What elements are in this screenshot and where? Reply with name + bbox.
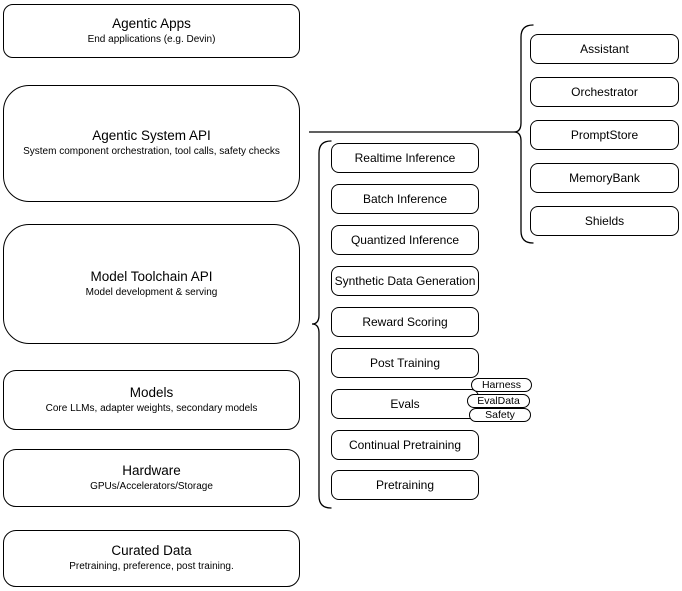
node-label: Synthetic Data Generation bbox=[334, 273, 476, 288]
node-post-training: Post Training bbox=[331, 348, 479, 378]
node-subtitle: Model development & serving bbox=[85, 286, 218, 298]
node-models: Models Core LLMs, adapter weights, secon… bbox=[3, 370, 300, 430]
tag-evaldata: EvalData bbox=[467, 394, 530, 408]
node-subtitle: Core LLMs, adapter weights, secondary mo… bbox=[45, 402, 258, 414]
node-label: Continual Pretraining bbox=[348, 437, 462, 452]
node-label: Orchestrator bbox=[571, 84, 638, 99]
node-subtitle: GPUs/Accelerators/Storage bbox=[90, 480, 213, 492]
node-batch-inference: Batch Inference bbox=[331, 184, 479, 214]
node-assistant: Assistant bbox=[530, 34, 679, 64]
node-model-toolchain-api: Model Toolchain API Model development & … bbox=[3, 224, 300, 344]
node-title: Agentic System API bbox=[92, 128, 211, 144]
node-subtitle: End applications (e.g. Devin) bbox=[87, 33, 216, 45]
node-realtime-inference: Realtime Inference bbox=[331, 143, 479, 173]
node-label: Shields bbox=[584, 213, 625, 228]
node-label: Batch Inference bbox=[362, 191, 448, 206]
node-title: Models bbox=[129, 384, 174, 400]
node-label: Post Training bbox=[369, 355, 441, 370]
node-agentic-system-api: Agentic System API System component orch… bbox=[3, 85, 300, 202]
tag-label: Safety bbox=[485, 408, 515, 421]
tag-safety: Safety bbox=[469, 408, 531, 422]
node-title: Model Toolchain API bbox=[90, 268, 213, 284]
tag-harness: Harness bbox=[471, 378, 532, 392]
node-subtitle: System component orchestration, tool cal… bbox=[23, 146, 280, 158]
node-subtitle: Pretraining, preference, post training. bbox=[69, 561, 234, 573]
node-shields: Shields bbox=[530, 206, 679, 236]
node-label: Reward Scoring bbox=[362, 314, 448, 329]
tag-label: EvalData bbox=[477, 394, 520, 407]
node-label: Pretraining bbox=[375, 477, 435, 492]
node-hardware: Hardware GPUs/Accelerators/Storage bbox=[3, 449, 300, 507]
node-curated-data: Curated Data Pretraining, preference, po… bbox=[3, 530, 300, 587]
node-orchestrator: Orchestrator bbox=[530, 77, 679, 107]
node-title: Curated Data bbox=[111, 543, 192, 559]
node-synthetic-data-generation: Synthetic Data Generation bbox=[331, 266, 479, 296]
node-continual-pretraining: Continual Pretraining bbox=[331, 430, 479, 460]
node-evals: Evals bbox=[331, 389, 479, 419]
node-label: PromptStore bbox=[570, 127, 639, 142]
node-label: Quantized Inference bbox=[350, 232, 460, 247]
node-title: Agentic Apps bbox=[112, 15, 191, 31]
node-label: Assistant bbox=[580, 41, 629, 56]
node-label: MemoryBank bbox=[569, 170, 640, 185]
node-reward-scoring: Reward Scoring bbox=[331, 307, 479, 337]
node-title: Hardware bbox=[122, 462, 181, 478]
node-promptstore: PromptStore bbox=[530, 120, 679, 150]
tag-label: Harness bbox=[481, 378, 522, 391]
node-pretraining: Pretraining bbox=[331, 470, 479, 500]
toolchain-group-brace bbox=[311, 140, 332, 509]
node-label: Evals bbox=[390, 396, 420, 411]
node-memorybank: MemoryBank bbox=[530, 163, 679, 193]
node-quantized-inference: Quantized Inference bbox=[331, 225, 479, 255]
node-agentic-apps: Agentic Apps End applications (e.g. Devi… bbox=[3, 4, 300, 58]
node-label: Realtime Inference bbox=[354, 150, 456, 165]
